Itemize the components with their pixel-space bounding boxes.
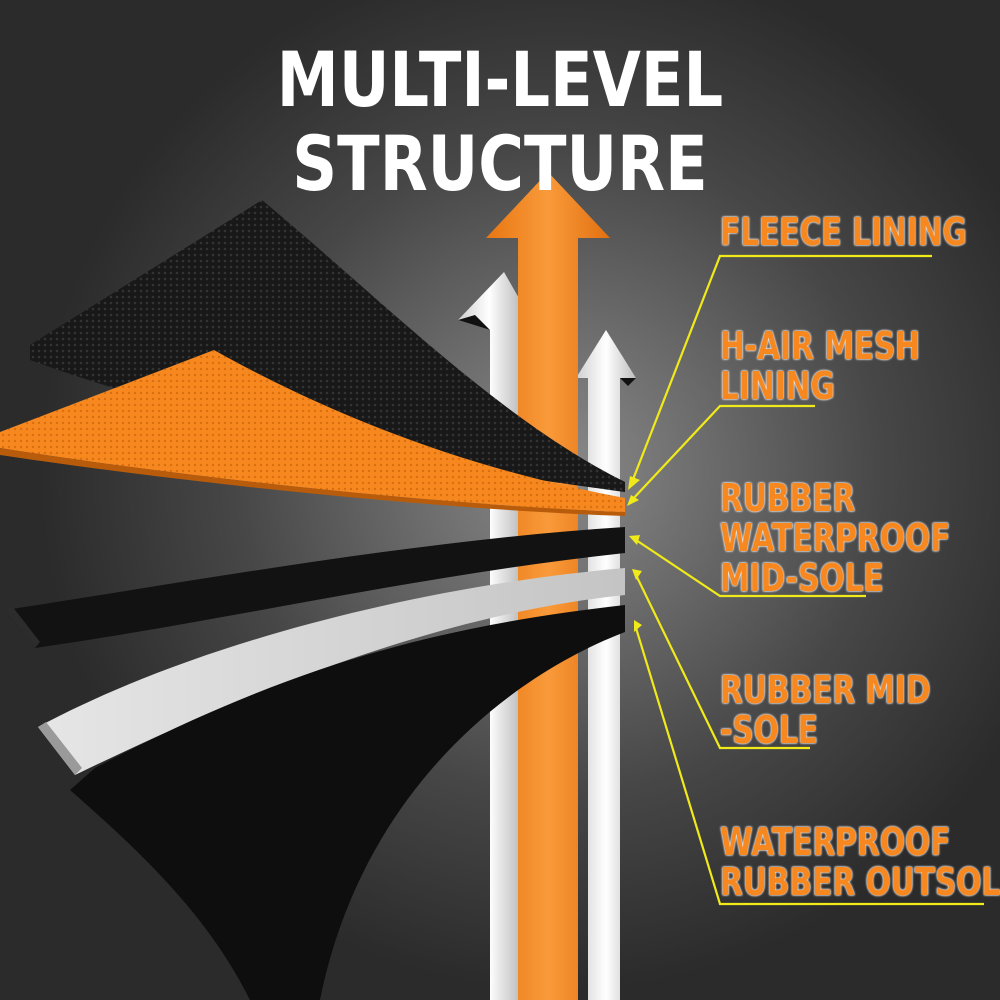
layer-h-air-mesh-lining	[0, 350, 625, 516]
white-arrow-right	[576, 330, 636, 1000]
label-line: WATERPROOF	[720, 516, 951, 560]
pointer-waterproof-rubber-outsole	[634, 627, 984, 906]
label-fleece-lining: FLEECE LINING	[720, 212, 967, 252]
layer-rubber-waterproof-mid-sole	[5, 527, 625, 648]
label-rubber-mid-sole: RUBBER MID -SOLE	[720, 670, 931, 750]
pointer-fleece-lining	[630, 254, 932, 483]
arrowhead-icon	[629, 535, 640, 545]
arrowhead-icon	[634, 620, 642, 632]
label-h-air-mesh-lining: H-AIR MESH LINING	[720, 326, 920, 406]
label-line: H-AIR MESH	[720, 324, 921, 368]
layer-waterproof-rubber-outsole	[70, 605, 625, 1000]
arrowhead-icon	[632, 569, 642, 580]
label-line: RUBBER	[720, 476, 856, 520]
layer-rubber-mid-sole	[38, 568, 625, 775]
pointer-arrowheads	[627, 476, 642, 632]
pointer-lines	[630, 254, 984, 906]
label-line: FLEECE LINING	[720, 210, 967, 254]
label-line: LINING	[720, 364, 835, 408]
label-line: RUBBER MID	[720, 668, 931, 712]
label-waterproof-rubber-outsole: WATERPROOF RUBBER OUTSOLE	[720, 822, 1000, 902]
label-line: -SOLE	[720, 708, 818, 752]
pointer-rubber-mid-sole	[635, 574, 810, 750]
arrowhead-icon	[627, 495, 639, 506]
page-title: MULTI-LEVEL STRUCTURE	[276, 35, 724, 208]
label-line: RUBBER OUTSOLE	[720, 860, 1000, 904]
pointer-h-air-mesh-lining	[631, 404, 815, 501]
label-line: MID-SOLE	[720, 556, 884, 600]
label-rubber-waterproof-mid-sole: RUBBER WATERPROOF MID-SOLE	[720, 478, 950, 598]
arrowhead-icon	[628, 476, 640, 490]
label-line: WATERPROOF	[720, 820, 951, 864]
pointer-rubber-waterproof-mid-sole	[635, 539, 866, 598]
layer-fleece-lining	[30, 200, 625, 492]
